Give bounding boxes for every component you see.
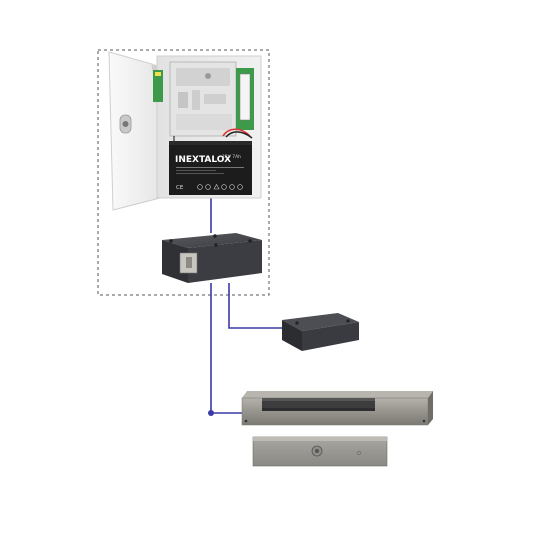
wire-relay-to-maglock xyxy=(210,283,243,414)
battery-spec: 12V 7Ah xyxy=(222,154,241,160)
electromagnetic-lock-icon xyxy=(241,391,433,426)
wire-relay-to-exit-button xyxy=(228,283,282,329)
battery-warning-symbols xyxy=(197,183,243,190)
maglock-coil-face xyxy=(262,398,375,411)
door-lock-icon xyxy=(119,114,132,134)
battery-ce-mark: CE xyxy=(176,185,184,191)
armature-plate-icon xyxy=(252,436,388,467)
psu-module xyxy=(169,61,237,137)
wire-junction-dot xyxy=(208,410,214,416)
terminal-pcb xyxy=(153,70,163,102)
wiring xyxy=(210,196,282,414)
exit-button-icon xyxy=(282,313,359,351)
battery-brand: INEXTALOX xyxy=(175,155,231,165)
system-group-border xyxy=(97,49,270,296)
backup-battery-icon: INEXTALOX 12V 7Ah CE xyxy=(169,141,252,195)
relay-module-icon xyxy=(162,233,262,283)
